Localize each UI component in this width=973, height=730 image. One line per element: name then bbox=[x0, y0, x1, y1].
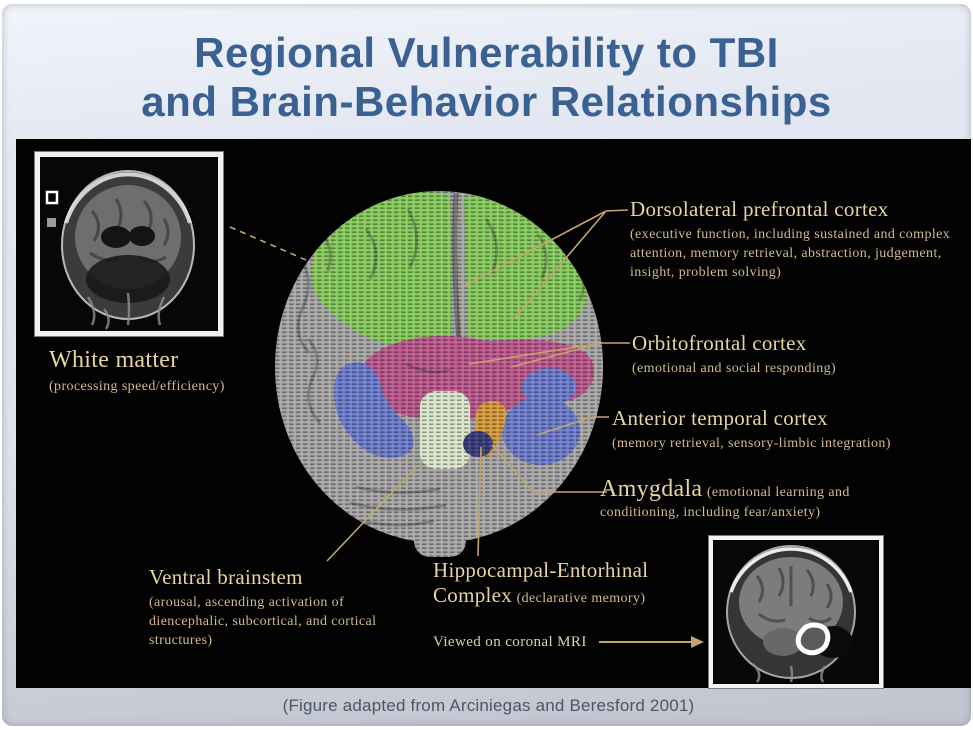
label-white-matter: White matter (processing speed/efficienc… bbox=[49, 346, 349, 397]
label-anterior-temporal-body: (memory retrieval, sensory-limbic integr… bbox=[612, 435, 891, 451]
label-amygdala-body: (emotional learning and conditioning, in… bbox=[600, 485, 850, 521]
viewed-on-coronal-mri-note: Viewed on coronal MRI bbox=[433, 634, 587, 650]
leader-white-matter-dashed bbox=[229, 226, 330, 271]
coronal-mri-hippocampus bbox=[726, 545, 856, 683]
slide-title-line1: Regional Vulnerability to TBI bbox=[194, 29, 779, 76]
label-ventral-brainstem-body: (arousal, ascending activation of dience… bbox=[149, 594, 377, 649]
leader-lines bbox=[229, 209, 630, 562]
leader-amygdala bbox=[491, 444, 607, 493]
slide-title: Regional Vulnerability to TBI and Brain-… bbox=[2, 28, 971, 126]
leader-anterior-temporal bbox=[536, 416, 609, 436]
coronal-mri-white-matter bbox=[45, 170, 195, 330]
brain-dither-texture bbox=[275, 191, 603, 557]
label-anterior-temporal: Anterior temporal cortex (memory retriev… bbox=[612, 406, 957, 453]
leader-ventral-brainstem bbox=[326, 464, 419, 562]
white-matter-mri-image bbox=[35, 152, 223, 336]
label-orbitofrontal-body: (emotional and social responding) bbox=[632, 360, 837, 376]
label-white-matter-heading: White matter bbox=[49, 347, 179, 373]
brain-diagram bbox=[229, 191, 704, 648]
slide-background: Regional Vulnerability to TBI and Brain-… bbox=[2, 4, 971, 726]
label-ventral-brainstem: Ventral brainstem (arousal, ascending ac… bbox=[149, 565, 391, 651]
label-hippocampal-heading-line2: Complex bbox=[433, 582, 513, 607]
label-amygdala: Amygdala (emotional learning and conditi… bbox=[600, 475, 876, 523]
label-orbitofrontal: Orbitofrontal cortex (emotional and soci… bbox=[632, 331, 962, 378]
figure-panel: White matter (processing speed/efficienc… bbox=[16, 139, 971, 688]
label-white-matter-body: (processing speed/efficiency) bbox=[49, 379, 225, 395]
label-orbitofrontal-heading: Orbitofrontal cortex bbox=[632, 331, 807, 355]
label-amygdala-heading: Amygdala bbox=[600, 476, 703, 502]
hippocampus-mri-image bbox=[709, 536, 883, 688]
slide-title-line2: and Brain-Behavior Relationships bbox=[141, 78, 832, 126]
label-hippocampal-entorhinal: Hippocampal-Entorhinal Complex (declarat… bbox=[433, 558, 719, 608]
label-ventral-brainstem-heading: Ventral brainstem bbox=[149, 565, 303, 589]
label-dorsolateral-prefrontal: Dorsolateral prefrontal cortex (executiv… bbox=[630, 197, 952, 283]
label-dorsolateral-heading: Dorsolateral prefrontal cortex bbox=[630, 197, 889, 221]
hippocampus-highlight-ring bbox=[795, 622, 831, 656]
label-dorsolateral-body: (executive function, including sustained… bbox=[630, 226, 951, 281]
label-anterior-temporal-heading: Anterior temporal cortex bbox=[612, 406, 828, 430]
arrow-right-icon bbox=[599, 636, 704, 648]
label-hippocampal-heading-line1: Hippocampal-Entorhinal bbox=[433, 558, 649, 582]
figure-credit-caption: (Figure adapted from Arciniegas and Bere… bbox=[282, 696, 695, 715]
leader-dorsolateral bbox=[463, 209, 629, 320]
leader-hippocampal bbox=[477, 446, 482, 557]
label-hippocampal-body: (declarative memory) bbox=[516, 590, 646, 606]
leader-orbitofrontal bbox=[468, 342, 630, 368]
